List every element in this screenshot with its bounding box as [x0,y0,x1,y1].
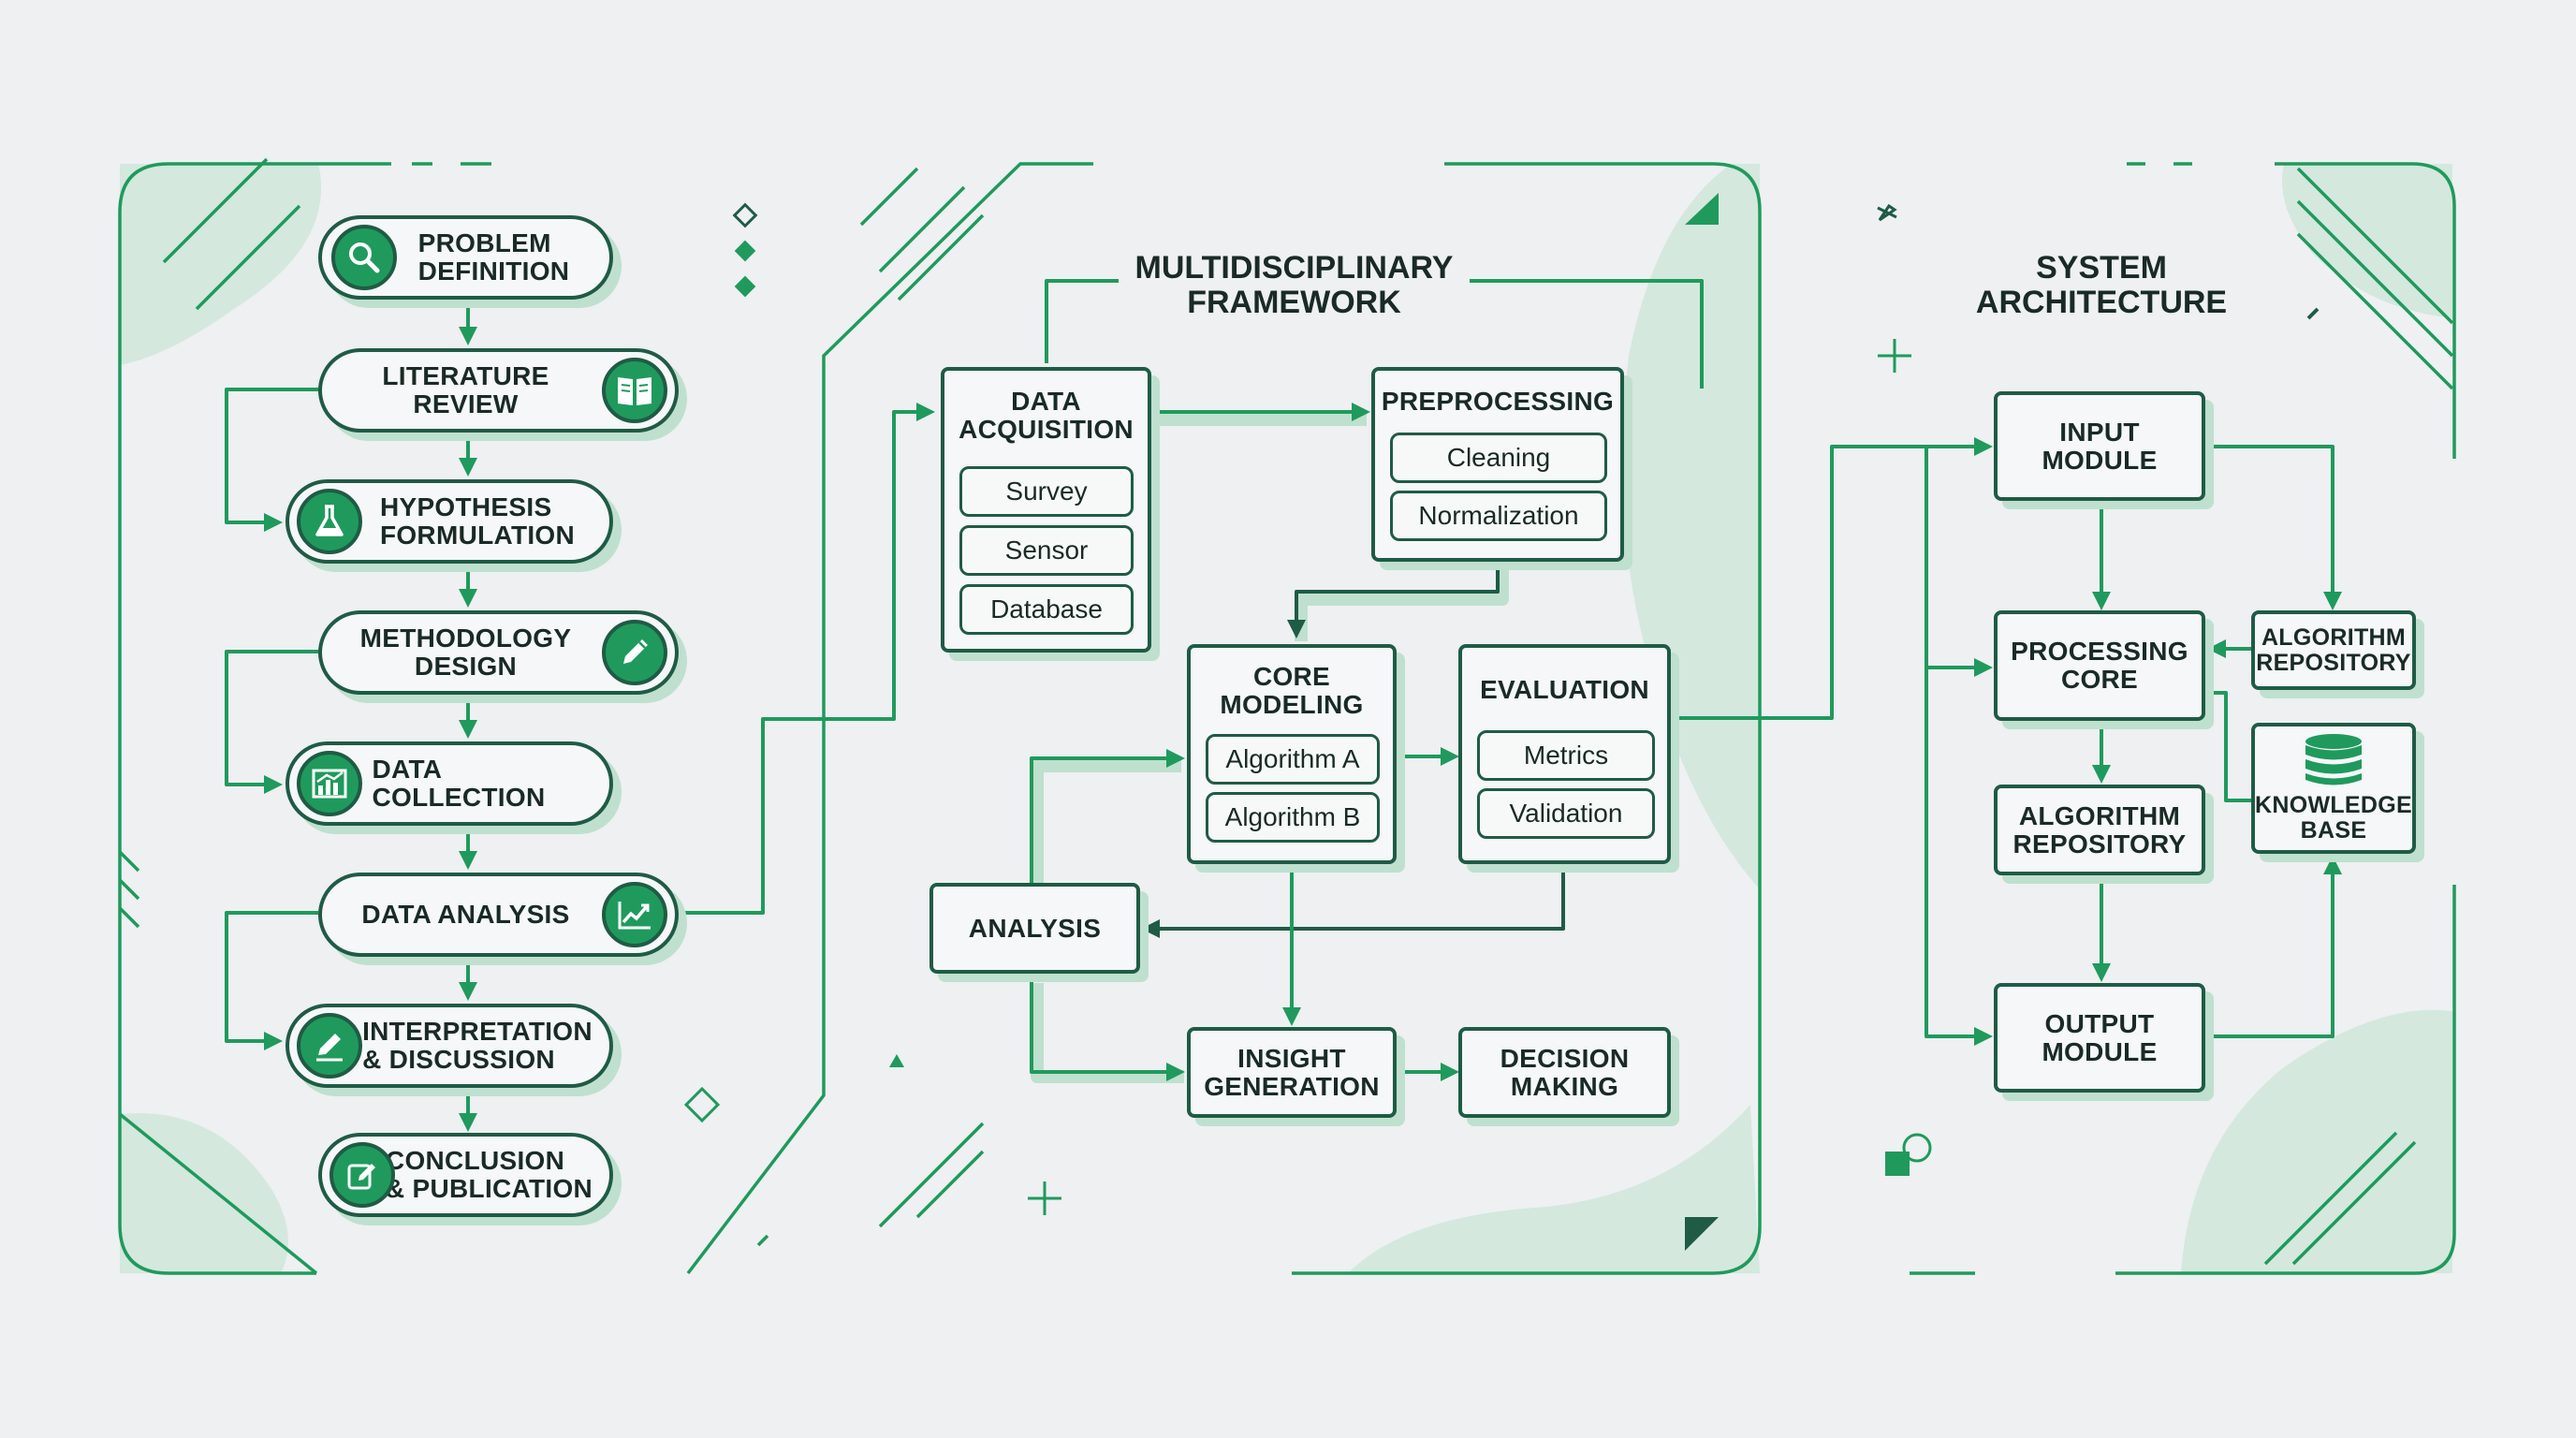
framework-title: MULTIDISCIPLINARY FRAMEWORK [1134,250,1454,320]
arrow-analysis-core [1030,749,1185,883]
sub-cleaning[interactable]: Cleaning [1390,433,1607,483]
decorative-blobs [120,164,2452,1273]
arrow-input-algorepo [2204,445,2342,610]
sub-algorithm-b[interactable]: Algorithm B [1206,792,1380,843]
sub-metrics[interactable]: Metrics [1477,730,1655,781]
node-algorithm-repository[interactable]: ALGORITHM REPOSITORY [1994,785,2205,875]
node-core-modeling[interactable]: CORE MODELING Algorithm A Algorithm B [1187,644,1397,864]
branch-processing [1925,447,1993,677]
node-decision-making[interactable]: DECISION MAKING [1458,1027,1671,1118]
step-data-collection[interactable]: DATA COLLECTION [285,741,613,826]
blob-middle-right [1622,164,1760,889]
step-literature-review[interactable]: LITERATURE REVIEW [318,348,679,433]
blob-bottom-left [120,1113,288,1273]
node-evaluation[interactable]: EVALUATION Metrics Validation [1458,644,1671,864]
bar-chart-icon [297,751,362,816]
middle-panel-left-edge [686,162,1093,1275]
node-label: ALGORITHM REPOSITORY [2012,800,2187,858]
node-knowledge-base[interactable]: KNOWLEDGE BASE [2251,723,2416,854]
edit-icon [329,1142,395,1208]
step-interpretation-discussion[interactable]: INTERPRETATION & DISCUSSION [285,1004,613,1088]
step-data-analysis[interactable]: DATA ANALYSIS [318,873,679,957]
node-label: PREPROCESSING [1381,387,1615,416]
step-methodology-design[interactable]: METHODOLOGY DESIGN [318,610,679,695]
node-label: ANALYSIS [968,913,1102,943]
decorative-shapes [683,193,2320,1251]
node-label: DATA ACQUISITION [959,387,1134,444]
magnifier-icon [331,225,397,290]
step-problem-definition[interactable]: PROBLEM DEFINITION [318,215,613,300]
sub-algorithm-a[interactable]: Algorithm A [1206,734,1380,785]
node-preprocessing[interactable]: PREPROCESSING Cleaning Normalization [1371,367,1624,562]
node-analysis[interactable]: ANALYSIS [929,883,1140,974]
line-chart-icon [602,882,667,947]
step-label: LITERATURE REVIEW [382,361,549,418]
branch-output [1925,668,1993,1046]
step-label: CONCLUSION & PUBLICATION [385,1146,593,1203]
node-label: DECISION MAKING [1500,1043,1630,1101]
pencil-icon [602,620,667,685]
node-label: ALGORITHM REPOSITORY [2256,624,2411,676]
node-output-module[interactable]: OUTPUT MODULE [1994,983,2205,1093]
database-icon [2305,734,2362,785]
bracket-framework-title [1045,279,1704,389]
link-analysis-acquisition [676,403,935,915]
step-label: DATA ANALYSIS [361,900,570,929]
step-conclusion-publication[interactable]: CONCLUSION & PUBLICATION [318,1133,613,1217]
arrow-preprocessing-core [1287,562,1500,638]
node-label: OUTPUT MODULE [2042,1008,2158,1066]
step-label: DATA COLLECTION [372,755,546,812]
node-input-module[interactable]: INPUT MODULE [1994,391,2205,501]
node-algorithm-repository-side[interactable]: ALGORITHM REPOSITORY [2251,610,2416,690]
node-processing-core[interactable]: PROCESSING CORE [1994,610,2205,721]
architecture-title: SYSTEM ARCHITECTURE [1975,250,2228,320]
loop-literature-hypothesis [225,388,318,532]
sub-sensor[interactable]: Sensor [959,525,1134,576]
blob-middle-bottom [1348,1105,1760,1273]
node-label: PROCESSING CORE [2011,637,2188,694]
sub-validation[interactable]: Validation [1477,788,1655,839]
sub-database[interactable]: Database [959,584,1134,635]
sub-normalization[interactable]: Normalization [1390,491,1607,541]
node-label: INSIGHT GENERATION [1204,1043,1380,1101]
sub-survey[interactable]: Survey [959,466,1134,517]
step-label: INTERPRETATION & DISCUSSION [362,1017,593,1074]
node-insight-generation[interactable]: INSIGHT GENERATION [1187,1027,1397,1118]
arrow-analysis-insight [1030,978,1185,1081]
blob-bottom-right [2181,1009,2452,1273]
right-panel-frame [2275,162,2456,459]
left-panel-frame [118,162,391,1275]
flask-icon [297,489,362,554]
link-processing-knowledge [2205,691,2251,802]
node-label: KNOWLEDGE BASE [2255,792,2412,844]
node-label: EVALUATION [1480,675,1649,704]
pen-icon [297,1013,362,1078]
loop-methodology-datacollection [225,650,318,794]
step-hypothesis-formulation[interactable]: HYPOTHESIS FORMULATION [285,479,613,564]
arrow-output-knowledge [2207,856,2342,1038]
decorative-hatches [118,157,2454,1275]
right-panel-bottom [2115,885,2456,1275]
link-evaluation-input [1671,437,1993,720]
node-label: INPUT MODULE [2042,417,2158,475]
step-label: HYPOTHESIS FORMULATION [379,492,576,550]
node-label: CORE MODELING [1220,662,1364,719]
node-data-acquisition[interactable]: DATA ACQUISITION Survey Sensor Database [941,367,1151,653]
step-label: METHODOLOGY DESIGN [359,624,572,681]
arrow-evaluation-analysis [1141,868,1565,938]
step-label: PROBLEM DEFINITION [417,228,570,286]
loop-analysis-interpretation [225,911,318,1050]
blob-top-left [120,164,322,365]
book-icon [602,358,667,423]
connector-lines [225,279,2342,1132]
